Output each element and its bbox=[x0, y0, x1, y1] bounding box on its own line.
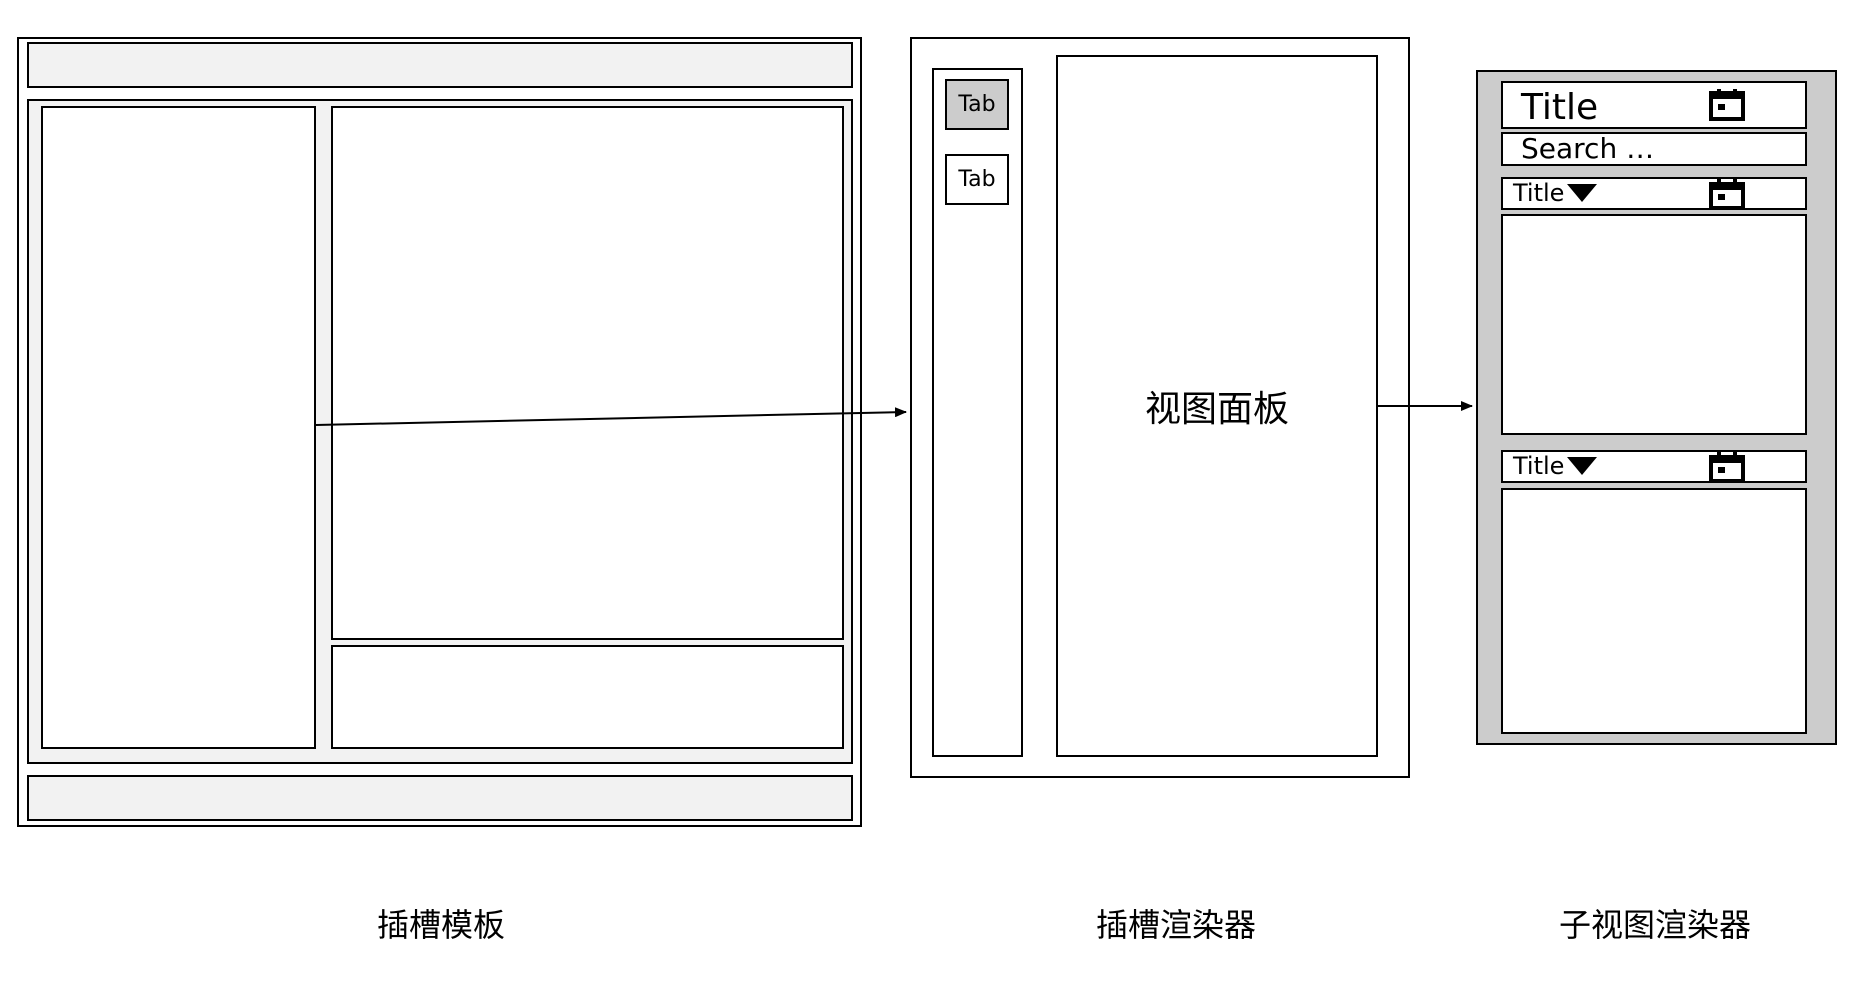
section-header-1[interactable]: Title bbox=[1501, 177, 1807, 210]
caption-slot-renderer: 插槽渲染器 bbox=[1095, 906, 1257, 944]
template-bottom-slot bbox=[331, 645, 844, 749]
section-title: Title bbox=[1513, 452, 1598, 480]
search-input[interactable]: Search … bbox=[1501, 132, 1807, 166]
calendar-icon[interactable] bbox=[1708, 179, 1746, 209]
tab-active[interactable]: Tab bbox=[945, 79, 1009, 130]
arrow-template-to-renderer bbox=[315, 407, 907, 426]
header-title: Title bbox=[1521, 87, 1599, 128]
calendar-icon[interactable] bbox=[1708, 452, 1746, 482]
template-sidebar-slot bbox=[41, 106, 316, 749]
template-main-slot bbox=[331, 106, 844, 640]
view-panel-label: 视图面板 bbox=[1144, 389, 1289, 430]
section-title: Title bbox=[1513, 179, 1598, 207]
caret-down-icon[interactable] bbox=[1567, 457, 1598, 475]
view-panel: 视图面板 bbox=[1056, 55, 1378, 757]
template-footer-region bbox=[27, 775, 853, 821]
caret-down-icon[interactable] bbox=[1567, 184, 1598, 202]
subview-header: Title bbox=[1501, 81, 1807, 129]
tab-label: Tab bbox=[958, 167, 996, 192]
search-placeholder: Search … bbox=[1521, 132, 1655, 165]
tab-inactive[interactable]: Tab bbox=[945, 154, 1009, 205]
template-header-region bbox=[27, 42, 853, 88]
caption-subview-renderer: 子视图渲染器 bbox=[1558, 906, 1752, 944]
caption-slot-template: 插槽模板 bbox=[376, 906, 506, 944]
calendar-icon[interactable] bbox=[1708, 89, 1746, 121]
section-body-2 bbox=[1501, 488, 1807, 734]
section-header-2[interactable]: Title bbox=[1501, 450, 1807, 483]
section-body-1 bbox=[1501, 214, 1807, 435]
tab-label: Tab bbox=[958, 92, 996, 117]
